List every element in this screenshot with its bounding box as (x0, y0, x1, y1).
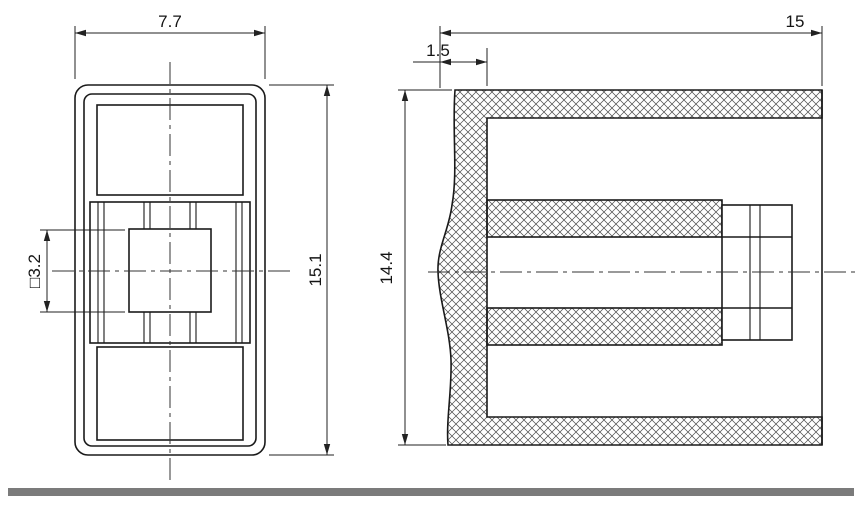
section-upper-rib (486, 199, 723, 238)
section-slot-lines (722, 236, 792, 309)
dim-section-wall-lines (413, 48, 488, 86)
dim-section-length-lines (439, 26, 823, 88)
dim-front-width-lines (74, 26, 266, 79)
dim-section-length: 15 (439, 12, 823, 88)
dim-section-wall: 1.5 (413, 41, 488, 86)
dim-section-height-lines (398, 89, 452, 446)
dim-front-square-lines (40, 229, 125, 313)
dim-section-height: 14.4 (377, 89, 452, 446)
dim-front-square-text: □3.2 (25, 254, 44, 288)
dim-front-height: 15.1 (269, 84, 334, 456)
arrowhead-right (811, 29, 822, 37)
ground-line (8, 488, 854, 496)
dim-front-height-text: 15.1 (306, 253, 325, 286)
section-view (428, 89, 858, 446)
arrowhead-right (476, 58, 487, 66)
arrowhead-left (440, 58, 451, 66)
dim-front-width: 7.7 (74, 12, 266, 79)
arrowhead-down (323, 444, 331, 455)
section-shell (437, 89, 823, 446)
arrowhead-up (43, 230, 51, 241)
dim-section-height-text: 14.4 (377, 251, 396, 284)
arrowhead-down (401, 434, 409, 445)
arrowhead-left (75, 29, 86, 37)
section-lower-rib (486, 307, 723, 346)
front-view (52, 62, 290, 480)
arrowhead-down (43, 301, 51, 312)
dim-section-wall-text: 1.5 (426, 41, 450, 60)
arrowhead-right (254, 29, 265, 37)
arrowhead-up (323, 85, 331, 96)
dim-front-width-text: 7.7 (158, 12, 182, 31)
arrowhead-up (401, 90, 409, 101)
front-inner-wall (83, 93, 257, 447)
dim-front-height-lines (269, 84, 334, 456)
arrowhead-left (440, 29, 451, 37)
dim-section-length-text: 15 (786, 12, 805, 31)
dim-front-square: □3.2 (25, 229, 125, 313)
